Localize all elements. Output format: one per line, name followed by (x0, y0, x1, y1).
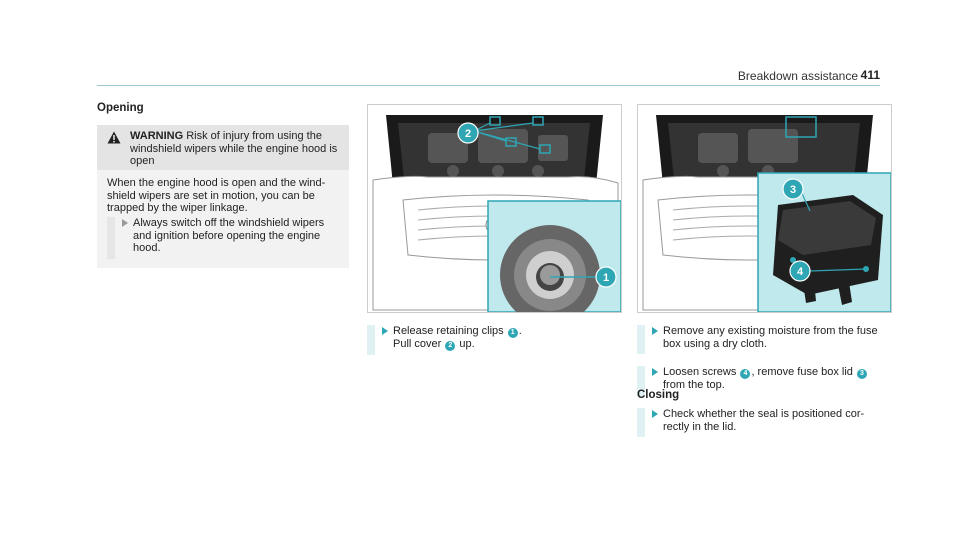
step-arrow-icon (652, 327, 658, 335)
callout-4-label: 4 (797, 266, 804, 278)
step-arrow-icon (652, 368, 658, 376)
step-release-clips: Release retaining clips 1. Pull cover 2 … (367, 325, 620, 355)
callout-4-circle (789, 260, 811, 282)
engine-clips-illustration: 1 2 (372, 115, 621, 312)
page-number: 411 (860, 68, 880, 82)
callout-1-label: 1 (603, 272, 609, 284)
warning-instruction-text: Always switch off the windshield wipers … (133, 217, 325, 254)
closing-heading: Closing (637, 389, 680, 401)
step-arrow-icon (652, 410, 658, 418)
callout-badge-4: 4 (740, 369, 751, 379)
step-loosen-screws: Loosen screws 4, remove fuse box lid 3 f… (637, 366, 890, 396)
step-remove-moisture: Remove any existing moisture from the fu… (637, 325, 890, 354)
step-arrow-icon (382, 327, 388, 335)
right-steps: Remove any existing moisture from the fu… (637, 325, 890, 396)
callout-badge-3: 3 (857, 369, 867, 379)
step-check-seal: Check whether the seal is positioned cor… (637, 408, 890, 437)
figure-engine-clips: 1 2 (367, 104, 622, 313)
callout-badge-1: 1 (507, 328, 518, 338)
figure-fuse-box: 3 4 (637, 104, 892, 313)
fuse-box-illustration: 3 4 (642, 115, 891, 312)
middle-steps: Release retaining clips 1. Pull cover 2 … (367, 325, 620, 355)
step-arrow-icon (122, 219, 128, 227)
closing-steps: Check whether the seal is positioned cor… (637, 408, 890, 437)
callout-badge-2: 2 (445, 341, 456, 351)
header-rule (97, 85, 880, 86)
warning-body: When the engine hood is open and the win… (107, 177, 326, 214)
opening-heading: Opening (97, 102, 144, 114)
warning-header: WARNING Risk of injury from using the wi… (97, 125, 349, 170)
running-header-title: Breakdown assistance (737, 69, 858, 83)
callout-2-circle (457, 122, 479, 144)
callout-3-label: 3 (790, 184, 796, 196)
warning-step: Always switch off the windshield wipers … (107, 217, 345, 259)
warning-summary: Risk of injury from using the windshield… (130, 130, 338, 167)
callout-3-circle (782, 178, 804, 200)
warning-keyword: WARNING (130, 130, 184, 142)
callout-2-label: 2 (465, 128, 471, 140)
warning-box: WARNING Risk of injury from using the wi… (97, 125, 349, 268)
warning-triangle-icon (107, 131, 121, 144)
callout-1-circle (595, 266, 617, 288)
warning-text: WARNING Risk of injury from using the wi… (130, 130, 340, 168)
warning-instruction: Always switch off the windshield wipers … (107, 217, 345, 259)
